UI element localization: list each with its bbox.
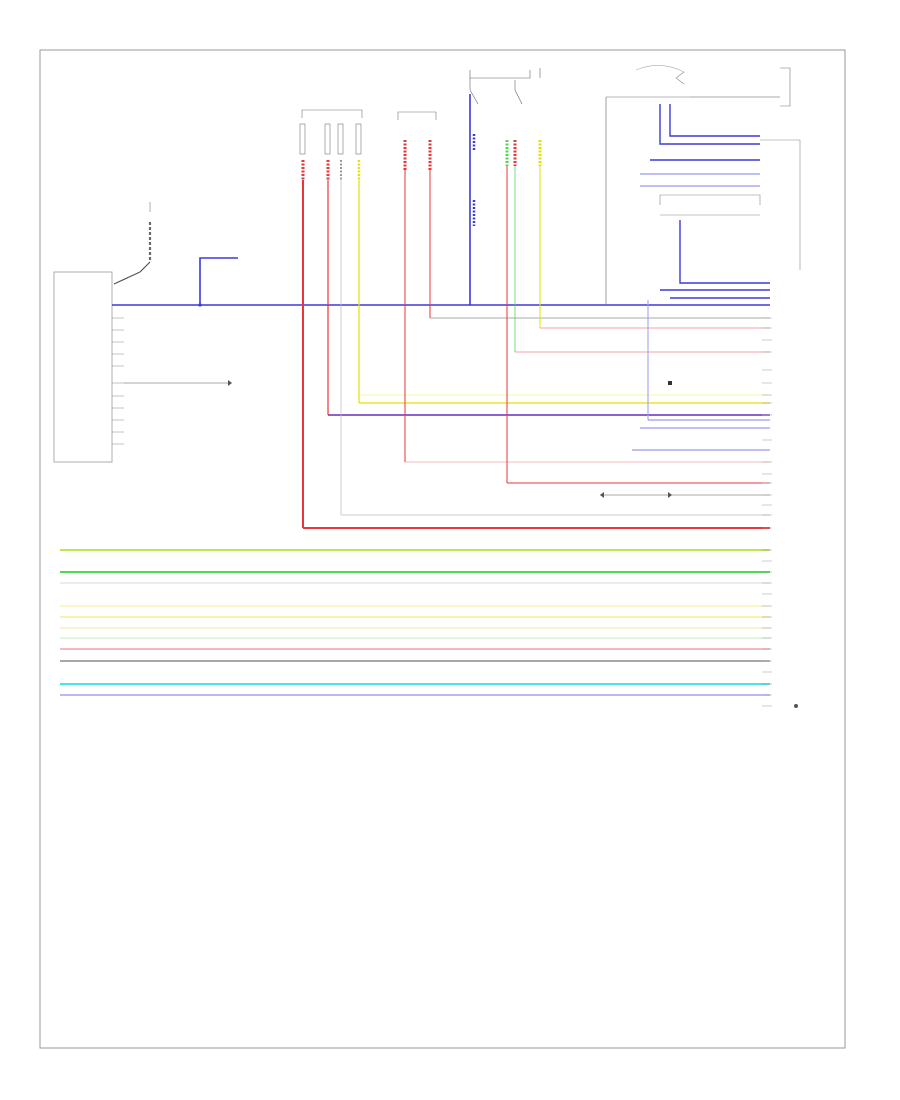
control-module-pins — [112, 304, 124, 445]
top-connector-group — [299, 109, 363, 180]
blue-trunk — [112, 94, 770, 306]
upper-harness — [303, 317, 770, 529]
blue-harness-right — [650, 104, 770, 299]
ground-symbol-icon — [668, 381, 672, 385]
control-module — [53, 271, 124, 463]
mid-connector-group — [397, 111, 437, 170]
right-pin-column — [762, 317, 772, 529]
fuse-block — [469, 68, 541, 105]
splice-dot-icon — [198, 303, 202, 307]
antenna-lead — [113, 202, 152, 285]
connector-arrow-icon — [228, 380, 232, 386]
connector-arrow-icon — [600, 492, 604, 498]
module-side-output — [124, 380, 232, 386]
side-component — [600, 492, 770, 498]
ground-point — [794, 704, 798, 708]
control-module-box — [53, 271, 113, 463]
right-connector-cluster — [605, 65, 791, 305]
lower-harness — [60, 549, 770, 696]
connector-arrow-icon — [668, 492, 672, 498]
ground-symbol-icon — [794, 704, 798, 708]
lower-pin-column — [762, 549, 772, 707]
right-connector-bracket — [659, 139, 801, 270]
upper-harness-verticals — [302, 166, 649, 528]
light-blue-harness-right — [632, 173, 770, 451]
fuse-block-wires — [472, 134, 542, 226]
